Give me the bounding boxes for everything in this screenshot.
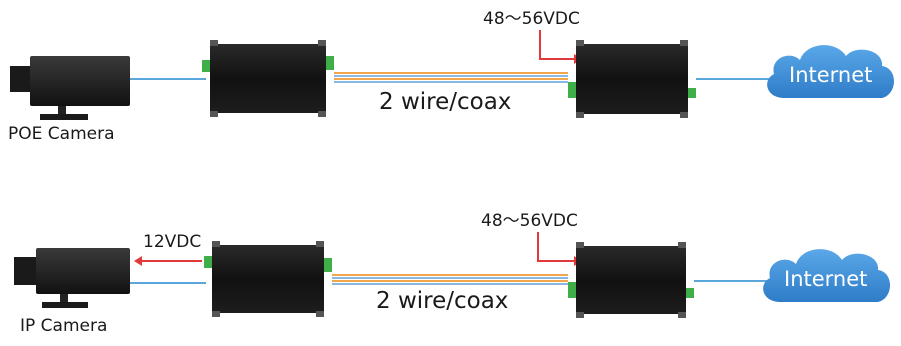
wire-type-label: 2 wire/coax xyxy=(379,89,512,115)
terminal-block-icon xyxy=(326,56,334,70)
camera-label: IP Camera xyxy=(20,316,108,336)
poe-camera-icon xyxy=(10,56,130,120)
ip-camera-icon xyxy=(14,248,130,308)
cloud-label: Internet xyxy=(789,63,872,87)
receiver-box xyxy=(568,40,696,118)
power-arrow xyxy=(539,30,582,64)
terminal-block-icon xyxy=(568,282,576,298)
two-wire-cable xyxy=(332,274,568,285)
power-arrow xyxy=(134,256,202,266)
two-wire-cable xyxy=(334,72,568,83)
ethernet-port-icon xyxy=(688,88,696,98)
camera-label: POE Camera xyxy=(8,124,115,144)
internet-cloud-icon xyxy=(763,249,890,302)
row-2: Internet xyxy=(14,232,890,318)
row-1: Internet xyxy=(10,30,894,120)
camera-power-label: 12VDC xyxy=(143,232,202,252)
ethernet-port-icon xyxy=(202,60,210,72)
cloud-label: Internet xyxy=(784,267,867,291)
wire-type-label: 2 wire/coax xyxy=(376,288,509,314)
power-arrow xyxy=(537,232,582,266)
internet-cloud-icon xyxy=(767,45,894,98)
supply-voltage-label: 48～56VDC xyxy=(483,9,580,29)
terminal-block-icon xyxy=(204,256,212,268)
supply-voltage-label: 48～56VDC xyxy=(481,211,578,231)
transmitter-box xyxy=(204,241,332,317)
transmitter-box xyxy=(202,40,334,117)
terminal-block-icon xyxy=(568,82,576,98)
terminal-block-icon xyxy=(324,258,332,272)
receiver-box xyxy=(568,242,694,318)
ethernet-port-icon xyxy=(686,288,694,298)
